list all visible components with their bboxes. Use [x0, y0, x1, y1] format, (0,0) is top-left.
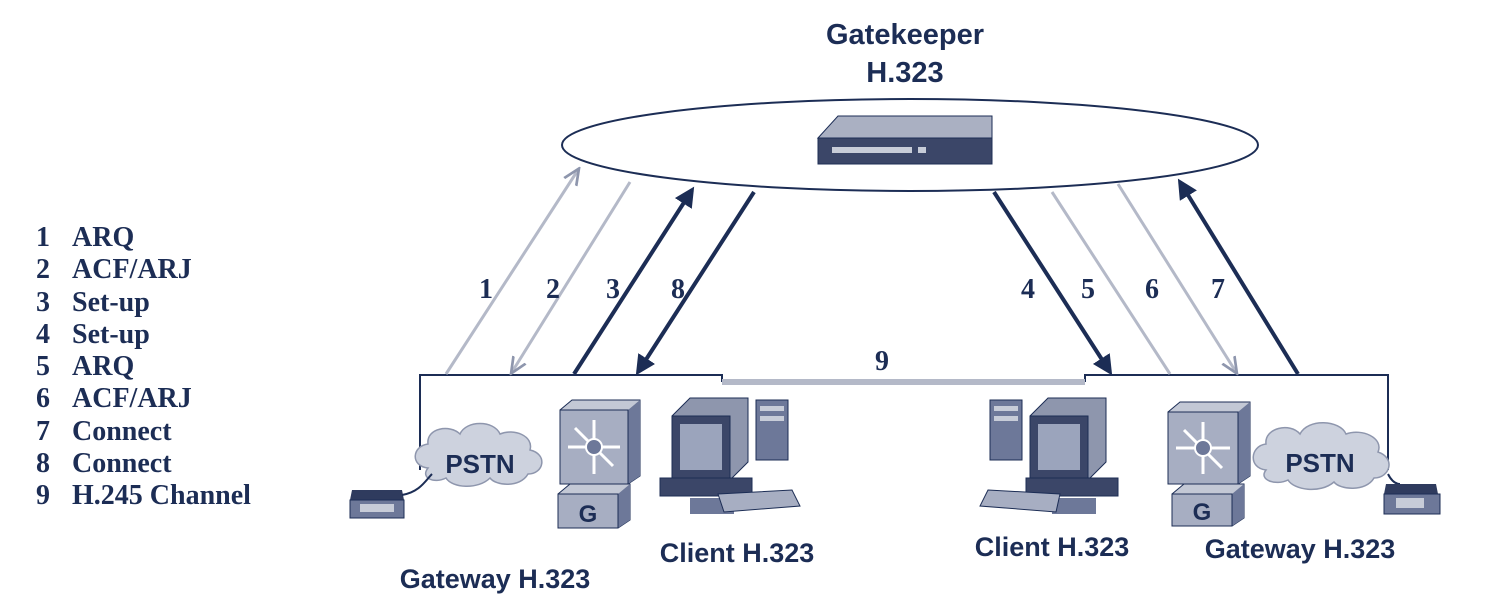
legend-number: 2: [36, 254, 50, 286]
flow-number-2: 2: [546, 274, 560, 305]
right-pstn-cloud-icon: PSTN: [1252, 422, 1390, 491]
legend-item: 4 Set-up: [36, 319, 251, 351]
right-gateway-box-icon: G: [1171, 483, 1245, 527]
legend-label: ACF/ARJ: [72, 254, 192, 286]
gatekeeper-device-icon: [816, 115, 993, 165]
right-computer-icon: [979, 397, 1119, 514]
right-router-icon: [1167, 401, 1251, 485]
legend-number: 5: [36, 351, 50, 383]
right-telephone-icon: [1383, 473, 1441, 515]
svg-text:G: G: [579, 501, 598, 528]
left-router-icon: [559, 399, 641, 485]
gatekeeper-subtitle: H.323: [866, 57, 943, 89]
legend-number: 4: [36, 318, 50, 350]
legend-item: 3 Set-up: [36, 287, 251, 319]
arrow-3-setup: [572, 186, 695, 376]
legend-label: ACF/ARJ: [72, 383, 192, 415]
arrow-2-acf: [512, 181, 632, 372]
arrow-5-arq: [1050, 191, 1172, 375]
legend-label: ARQ: [72, 351, 135, 383]
svg-text:G: G: [1193, 499, 1212, 526]
legend-item: 9 H.245 Channel: [36, 480, 251, 512]
legend-label: Set-up: [72, 286, 150, 318]
legend-item: 1 ARQ: [36, 222, 251, 254]
flow-number-5: 5: [1081, 274, 1095, 305]
svg-text:PSTN: PSTN: [1285, 448, 1354, 478]
arrow-4-setup: [992, 190, 1113, 376]
flow-number-9: 9: [875, 346, 889, 377]
legend-label: Set-up: [72, 318, 150, 350]
flow-number-4: 4: [1021, 274, 1035, 305]
arrow-7-connect: [1177, 178, 1300, 376]
legend-number: 9: [36, 480, 50, 512]
arrow-8-connect: [635, 190, 756, 376]
legend-number: 3: [36, 286, 50, 318]
legend-item: 7 Connect: [36, 416, 251, 448]
legend-number: 8: [36, 448, 50, 480]
right-gateway-label: Gateway H.323: [1205, 534, 1396, 564]
left-gateway-label: Gateway H.323: [400, 564, 591, 594]
left-gateway-box-icon: G: [557, 483, 631, 529]
flow-number-3: 3: [606, 274, 620, 305]
legend-number: 7: [36, 415, 50, 447]
legend-item: 6 ACF/ARJ: [36, 383, 251, 415]
flow-number-8: 8: [671, 274, 685, 305]
left-computer-icon: [659, 397, 801, 514]
legend-label: H.245 Channel: [72, 480, 251, 512]
legend-item: 8 Connect: [36, 448, 251, 480]
legend-number: 1: [36, 222, 50, 253]
legend-item: 5 ARQ: [36, 351, 251, 383]
legend-item: 2 ACF/ARJ: [36, 254, 251, 286]
arrow-1-arq: [444, 170, 578, 375]
flow-number-1: 1: [479, 274, 493, 305]
svg-text:PSTN: PSTN: [445, 449, 514, 479]
arrow-6-acf: [1116, 183, 1236, 372]
gatekeeper-title: Gatekeeper: [826, 19, 984, 51]
legend-label: Connect: [72, 415, 172, 447]
left-pstn-cloud-icon: PSTN: [414, 422, 543, 487]
flow-number-6: 6: [1145, 274, 1159, 305]
left-telephone-icon: [349, 473, 433, 519]
left-client-label: Client H.323: [660, 538, 815, 568]
left-site-frame: [419, 374, 723, 470]
legend-label: ARQ: [72, 222, 135, 253]
legend-label: Connect: [72, 448, 172, 480]
legend-number: 6: [36, 383, 50, 415]
flow-number-7: 7: [1211, 274, 1225, 305]
right-client-label: Client H.323: [975, 532, 1130, 562]
